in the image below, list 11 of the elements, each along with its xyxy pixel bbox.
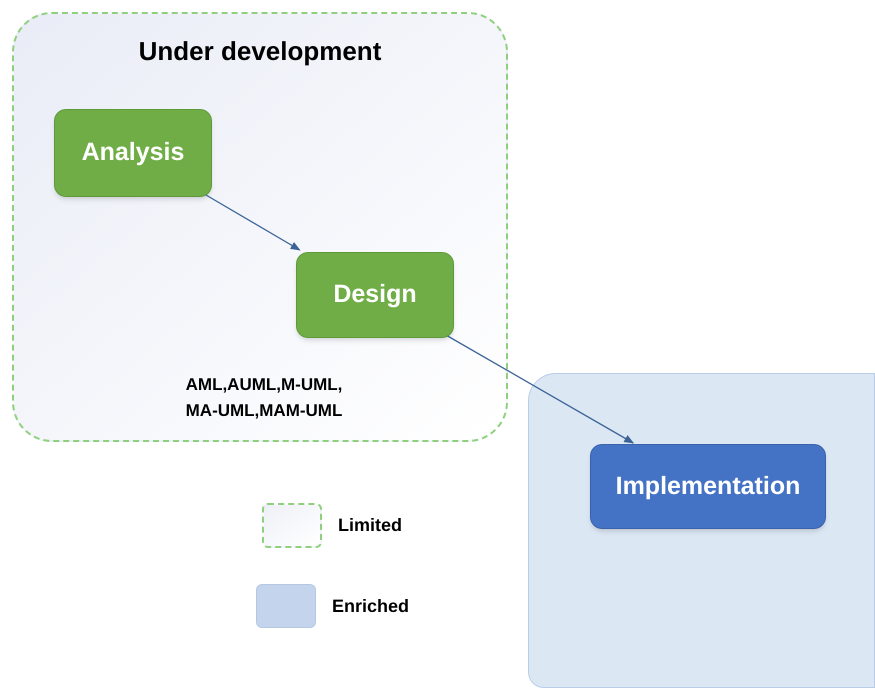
process-box: Analysis — [54, 109, 212, 197]
region-title: Under development — [138, 35, 382, 68]
arrow — [206, 194, 301, 251]
process-box: Design — [296, 252, 454, 338]
legend-label: Enriched — [332, 594, 410, 618]
group-region — [12, 12, 508, 442]
arrow — [447, 335, 634, 444]
region-note: AML,AUML,M-UML, MA-UML,MAM-UML — [184, 374, 344, 422]
process-box: Implementation — [590, 444, 826, 529]
group-region — [528, 373, 875, 688]
legend-label: Limited — [338, 514, 402, 537]
